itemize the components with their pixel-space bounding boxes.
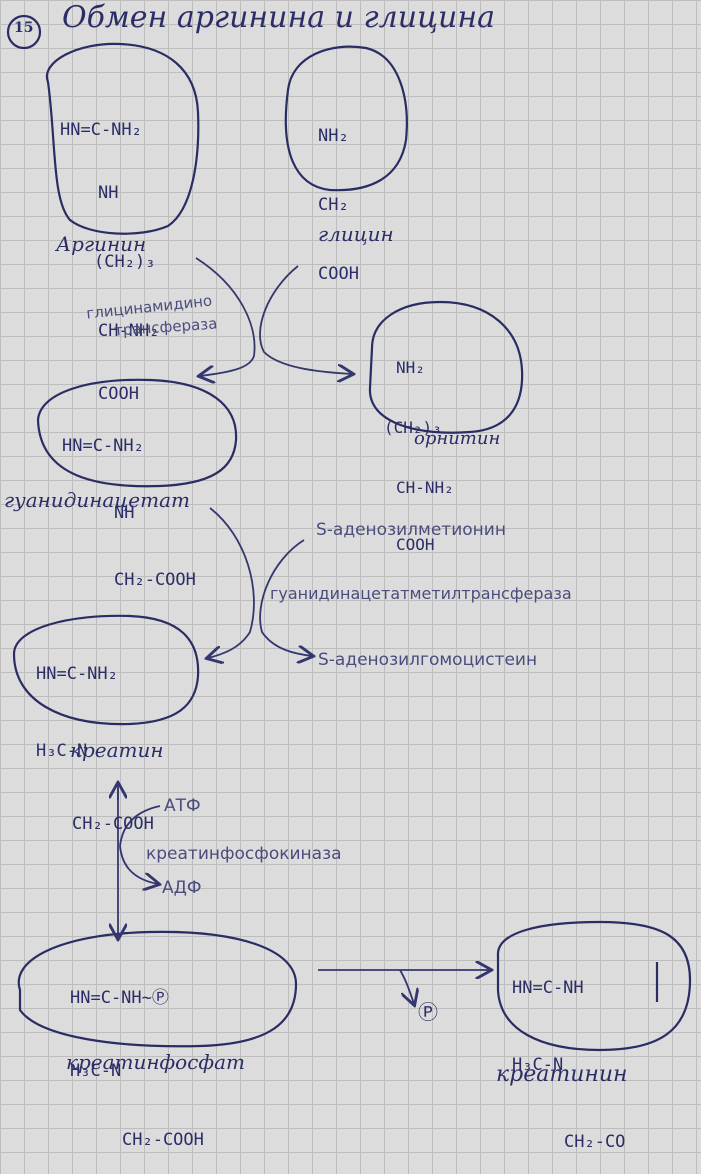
enzyme2-label: гуанидинацетатметилтрансфераза: [270, 584, 572, 603]
guanidinoacetate-outline: [36, 378, 238, 488]
ornithine-line: COOH: [396, 535, 435, 554]
ornithine-line: (CH₂)₃: [384, 418, 442, 437]
ornithine-label: орнитин: [414, 428, 501, 449]
arginine-outline: [45, 42, 200, 235]
arginine-label: Аргинин: [56, 232, 147, 256]
adp-label: АДФ: [162, 878, 202, 898]
creatinine-label: креатинин: [496, 1062, 628, 1087]
glycine-label: глицин: [318, 222, 394, 246]
reaction4-phosphate: [399, 969, 414, 1004]
title-number: 15: [14, 20, 34, 36]
glycine-formula: NH₂ CH₂ COOH: [318, 84, 359, 306]
arginine-formula: HN=C-NH₂ NH (CH₂)₃ CH-NH₂ COOH: [60, 78, 159, 426]
diagram-strokes: [6, 14, 692, 1052]
creatine-label: креатин: [70, 738, 164, 762]
ornithine-outline: [368, 300, 524, 434]
glycine-line: NH₂: [318, 126, 349, 146]
creatine-formula: HN=C-NH₂ H₃C-N CH₂-COOH: [36, 622, 154, 856]
page-title: Обмен аргинина и глицина: [62, 0, 496, 35]
ornithine-line: NH₂: [396, 358, 425, 377]
arginine-line: COOH: [98, 384, 139, 404]
creatinine-line: H₃C-N: [512, 1055, 564, 1075]
creatine-phosphate-line: HN=C-NH~Ⓟ: [70, 988, 169, 1008]
creatine-phosphate-label: креатинфосфат: [66, 1050, 245, 1074]
creatine-line: H₃C-N: [36, 741, 88, 761]
ornithine-formula: NH₂ (CH₂)₃ CH-NH₂ COOH: [384, 320, 454, 573]
glycine-line: CH₂: [318, 195, 349, 215]
creatinine-formula: HN=C-NH H₃C-N CH₂-CO: [512, 936, 625, 1174]
creatinine-line: HN=C-NH: [512, 978, 584, 998]
creatinine-outline: [496, 920, 692, 1052]
glycine-line: COOH: [318, 264, 359, 284]
reaction2-in: [208, 507, 255, 658]
sam-label: S-аденозилметионин: [316, 520, 506, 540]
phosphate-label: Ⓟ: [418, 1000, 438, 1024]
ornithine-line: CH-NH₂: [396, 478, 454, 497]
creatine-line: CH₂-COOH: [72, 814, 154, 834]
arginine-line: NH: [98, 183, 119, 203]
creatine-phosphate-line: H₃C-N: [70, 1061, 122, 1081]
creatine-phosphate-line: CH₂-COOH: [122, 1130, 204, 1150]
creatine-phosphate-outline: [17, 930, 298, 1048]
arginine-line: (CH₂)₃: [94, 252, 156, 272]
creatine-outline: [12, 614, 200, 726]
reaction3-adp: [119, 845, 158, 884]
creatine-line: HN=C-NH₂: [36, 664, 118, 684]
arginine-line: HN=C-NH₂: [60, 120, 142, 140]
enzyme3-label: креатинфосфокиназа: [146, 844, 342, 864]
arginine-line: CH-NH₂: [98, 321, 160, 341]
sah-label: S-аденозилгомоцистеин: [318, 650, 538, 670]
guanidinoacetate-formula: HN=C-NH₂ NH CH₂-COOH: [62, 394, 196, 612]
reaction1-in: [196, 257, 256, 376]
glycine-outline: [284, 45, 408, 192]
atp-label: АТФ: [164, 796, 201, 816]
reaction3-atp: [119, 805, 161, 847]
guanidinoacetate-label: гуанидинацетат: [4, 488, 190, 512]
title-number-outline: [6, 14, 42, 50]
guanidinoacetate-line: HN=C-NH₂: [62, 436, 144, 456]
guanidinoacetate-line: NH: [114, 503, 135, 523]
guanidinoacetate-line: CH₂-COOH: [114, 570, 196, 590]
reaction2-out: [259, 539, 312, 656]
creatinine-line: CH₂-CO: [564, 1132, 626, 1152]
reaction1-out: [259, 265, 352, 374]
